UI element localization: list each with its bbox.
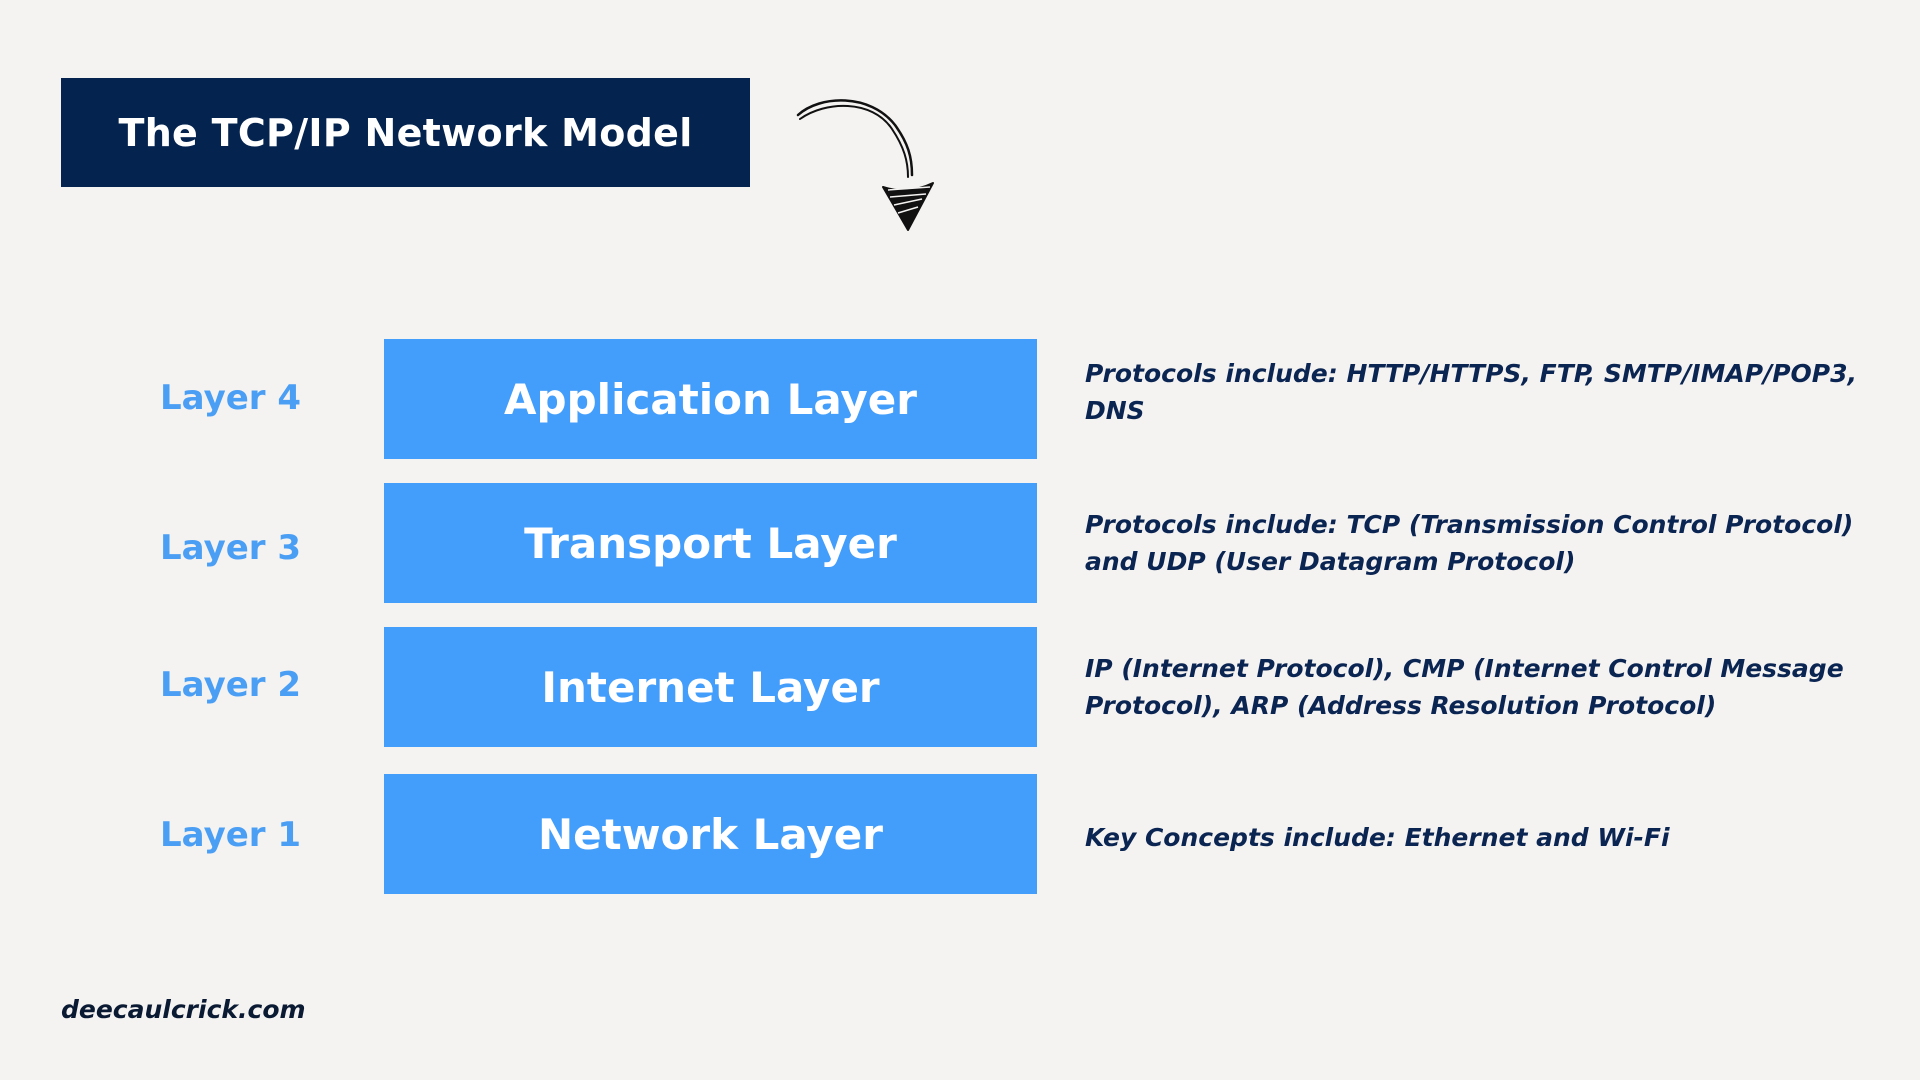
- application-layer-box: Application Layer: [384, 339, 1037, 459]
- layer-name: Transport Layer: [524, 518, 897, 568]
- curved-arrow-down-icon: [796, 99, 934, 231]
- layer-label-text: Layer 2: [160, 665, 302, 705]
- layer-4-label: Layer 4: [160, 378, 374, 418]
- internet-layer-box: Internet Layer: [384, 627, 1037, 747]
- transport-layer-box: Transport Layer: [384, 483, 1037, 603]
- layer-label-text: Layer 3: [160, 528, 302, 568]
- application-layer-description: Protocols include: HTTP/HTTPS, FTP, SMTP…: [1085, 359, 1857, 425]
- layer-name: Application Layer: [504, 374, 917, 424]
- title-banner: The TCP/IP Network Model: [61, 78, 750, 187]
- layer-1-label: Layer 1: [160, 815, 374, 855]
- layer-name: Network Layer: [537, 809, 884, 859]
- layer-label-text: Layer 4: [160, 378, 302, 418]
- network-layer-description: Key Concepts include: Ethernet and Wi-Fi: [1085, 823, 1670, 852]
- website-credit: deecaulcrick.com: [61, 995, 306, 1024]
- page-title: The TCP/IP Network Model: [118, 110, 693, 155]
- layer-3-label: Layer 3: [160, 528, 374, 568]
- layer-name: Internet Layer: [541, 662, 880, 712]
- internet-layer-description: IP (Internet Protocol), CMP (Internet Co…: [1085, 654, 1844, 720]
- transport-layer-description: Protocols include: TCP (Transmission Con…: [1085, 510, 1854, 576]
- network-layer-box: Network Layer: [384, 774, 1037, 894]
- layer-2-label: Layer 2: [160, 665, 374, 705]
- layer-label-text: Layer 1: [160, 815, 302, 855]
